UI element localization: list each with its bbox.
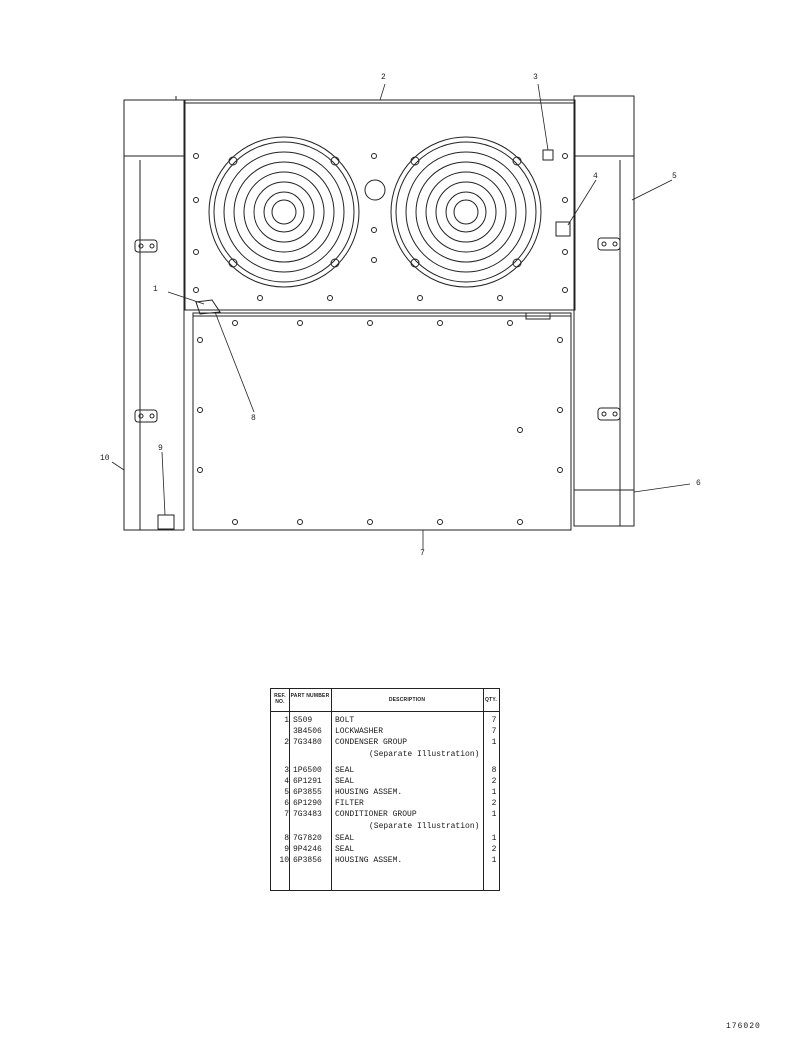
table-row: 8 7G7820 SEAL 1 [271,833,499,844]
callout-5: 5 [672,172,677,181]
ref-no: 7 [284,810,289,819]
quantity: 1 [491,856,497,865]
ref-no: 8 [284,834,289,843]
fan-left [208,136,360,288]
callout-2: 2 [381,73,386,82]
description: CONDITIONER GROUP [335,810,417,819]
header-part-number: PART NUMBER [290,693,330,699]
quantity: 2 [491,799,497,808]
ref-no: 6 [284,799,289,808]
part-number: 7G3483 [293,810,322,819]
callout-6: 6 [696,479,701,488]
ref-no: 5 [284,788,289,797]
quantity: 1 [491,788,497,797]
description: SEAL [335,834,355,843]
description: CONDENSER GROUP [335,738,408,747]
header-description: DESCRIPTION [388,697,426,703]
quantity: 7 [491,727,497,736]
right-latch-lower [597,407,621,421]
figure-number: 176020 [726,1022,761,1031]
header-qty: QTY. [485,697,497,703]
description: LOCKWASHER [335,727,384,736]
table-row: 10 6P3856 HOUSING ASSEM. 1 [271,855,499,866]
table-row: 2 7G3480 CONDENSER GROUP 1 [271,737,499,748]
callout-9: 9 [158,444,163,453]
ref-no: 1 [284,716,289,725]
table-row: 6 6P1290 FILTER 2 [271,798,499,809]
condenser-bolt-holes [193,153,568,301]
fan-right [390,136,542,288]
part-number: 7G7820 [293,834,322,843]
left-latch-upper [134,239,158,253]
part-number: 6P1291 [293,777,322,786]
ref-no: 4 [284,777,289,786]
table-row: 4 6P1291 SEAL 2 [271,776,499,787]
part-number: 6P3856 [293,856,322,865]
description: SEAL [335,845,355,854]
part-number: 6P3855 [293,788,322,797]
separate-illustration-note: (Separate Illustration) [369,750,480,759]
right-latch-upper [597,237,621,251]
left-latch-lower [134,409,158,423]
callout-1: 1 [153,285,158,294]
part-number: 3B4506 [293,727,322,736]
description: HOUSING ASSEM. [335,856,403,865]
ref-no: 2 [284,738,289,747]
quantity: 8 [491,766,497,775]
ref-no: 9 [284,845,289,854]
table-row: 9 9P4246 SEAL 2 [271,844,499,855]
conditioner-bolt-holes [197,320,563,525]
leader-lines [111,83,691,550]
table-row: 1 S509 BOLT 7 [271,715,499,726]
table-row: 7 7G3483 CONDITIONER GROUP 1 [271,809,499,820]
callout-10: 10 [100,454,110,463]
callout-8: 8 [251,414,256,423]
separate-illustration-note: (Separate Illustration) [369,822,480,831]
table-row: 3 1P6500 SEAL 8 [271,765,499,776]
part-number: S509 [293,716,313,725]
left-housing [123,96,185,531]
description: BOLT [335,716,355,725]
quantity: 1 [491,738,497,747]
table-row: 5 6P3855 HOUSING ASSEM. 1 [271,787,499,798]
quantity: 1 [491,834,497,843]
exploded-assembly-drawing [111,83,691,550]
description: HOUSING ASSEM. [335,788,403,797]
right-housing [555,95,635,527]
ref-no: 10 [279,856,289,865]
description: SEAL [335,777,355,786]
part-number: 1P6500 [293,766,322,775]
quantity: 2 [491,845,497,854]
quantity: 1 [491,810,497,819]
part-number: 6P1290 [293,799,322,808]
condenser-panel [184,99,576,315]
description: SEAL [335,766,355,775]
part-number: 9P4246 [293,845,322,854]
description: FILTER [335,799,364,808]
callout-3: 3 [533,73,538,82]
header-ref: REF. NO. [274,693,286,705]
ref-no: 3 [284,766,289,775]
callout-7: 7 [420,549,425,558]
parts-list-table: REF. NO. PART NUMBER DESCRIPTION QTY. 1 … [270,688,500,891]
callout-4: 4 [593,172,598,181]
table-row: 3B4506 LOCKWASHER 7 [271,726,499,737]
quantity: 2 [491,777,497,786]
conditioner-panel [192,312,572,531]
part-number: 7G3480 [293,738,322,747]
quantity: 7 [491,716,497,725]
